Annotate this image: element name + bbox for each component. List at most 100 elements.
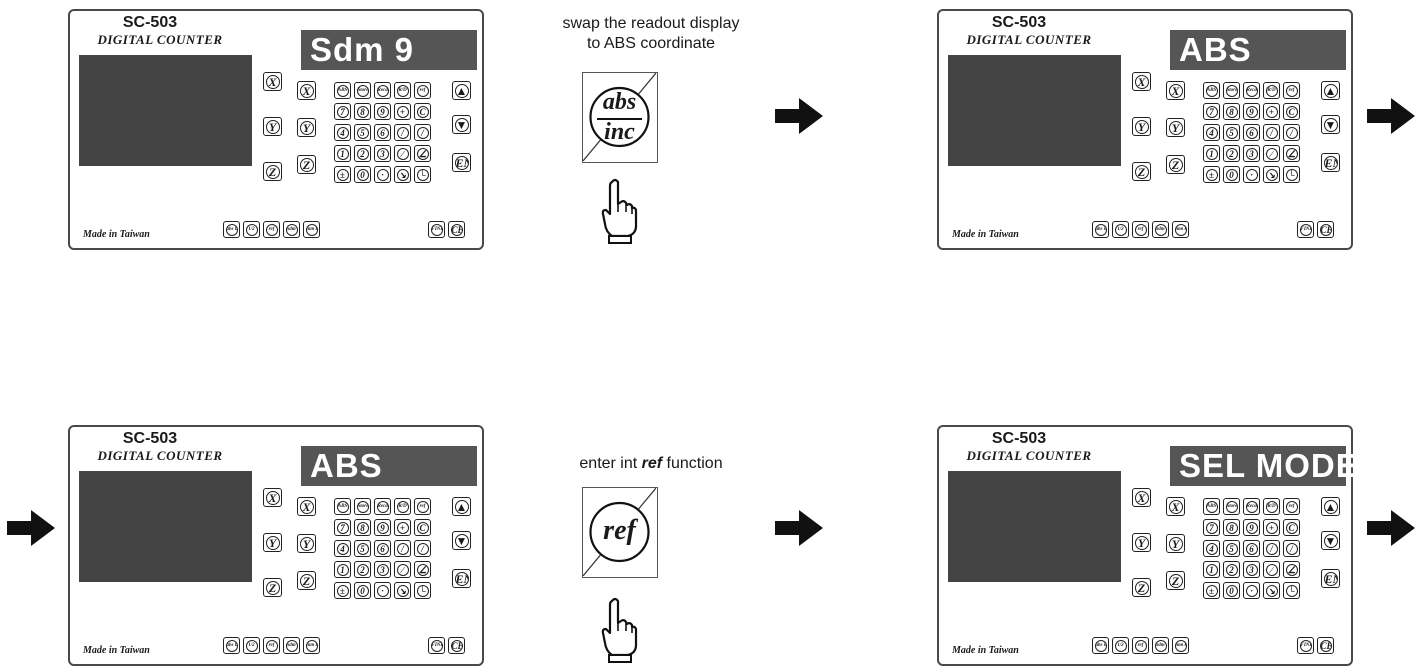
keypad-key[interactable]: 1	[1203, 145, 1220, 162]
keypad-key[interactable]: R/D	[394, 498, 411, 515]
keypad-key[interactable]: 7	[334, 103, 351, 120]
axis-select-key-x[interactable]: X	[297, 497, 316, 516]
keypad-key[interactable]: ABS	[1203, 498, 1220, 515]
keypad-key[interactable]: Store	[354, 498, 371, 515]
keypad-key[interactable]: /	[1283, 124, 1300, 141]
axis-zero-key-y[interactable]: Y	[263, 117, 282, 136]
keypad-key[interactable]: 4	[334, 540, 351, 557]
keypad-key[interactable]: Store	[354, 82, 371, 99]
function-key[interactable]: ref	[263, 637, 280, 654]
keypad-key[interactable]: 0	[354, 582, 371, 599]
keypad-key[interactable]: └	[1283, 166, 1300, 183]
keypad-key[interactable]: 5	[354, 540, 371, 557]
axis-zero-key-y[interactable]: Y	[1132, 533, 1151, 552]
axis-zero-key-x[interactable]: X	[263, 488, 282, 507]
keypad-key[interactable]: ↘	[394, 166, 411, 183]
function-key[interactable]: abs inc	[223, 637, 240, 654]
keypad-key[interactable]: 5	[1223, 540, 1240, 557]
axis-select-key-z[interactable]: Z	[297, 571, 316, 590]
function-key[interactable]: abs inc	[1092, 221, 1109, 238]
keypad-key[interactable]: 6	[1243, 540, 1260, 557]
function-key[interactable]: ref	[263, 221, 280, 238]
ce-key[interactable]: CE	[1317, 637, 1334, 654]
keypad-key[interactable]: C	[414, 519, 431, 536]
keypad-key[interactable]: /	[1263, 124, 1280, 141]
keypad-key[interactable]: ABS	[1203, 82, 1220, 99]
abs-inc-key[interactable]: abs inc	[582, 72, 658, 163]
keypad-key[interactable]: ±	[1203, 166, 1220, 183]
function-key[interactable]: mm inch	[303, 637, 320, 654]
keypad-key[interactable]: 2	[354, 145, 371, 162]
keypad-key[interactable]: ·	[1243, 166, 1260, 183]
keypad-key[interactable]: ref	[1283, 498, 1300, 515]
axis-select-key-z[interactable]: Z	[1166, 155, 1185, 174]
keypad-key[interactable]: 7	[1203, 519, 1220, 536]
keypad-key[interactable]: /	[1263, 540, 1280, 557]
keypad-key[interactable]: 9	[374, 519, 391, 536]
keypad-key[interactable]: ±	[334, 166, 351, 183]
axis-zero-key-x[interactable]: X	[263, 72, 282, 91]
ce-key[interactable]: CE	[448, 221, 465, 238]
keypad-key[interactable]: 2	[1223, 561, 1240, 578]
keypad-key[interactable]: R/D	[394, 82, 411, 99]
function-key[interactable]: 1/2	[1112, 637, 1129, 654]
keypad-key[interactable]: ABS	[334, 498, 351, 515]
keypad-key[interactable]: 3	[374, 561, 391, 578]
up-arrow-key[interactable]: ▲	[452, 497, 471, 516]
keypad-key[interactable]: └	[414, 166, 431, 183]
keypad-key[interactable]: 2	[1223, 145, 1240, 162]
keypad-key[interactable]: /	[1283, 540, 1300, 557]
function-key[interactable]: ref	[1132, 637, 1149, 654]
keypad-key[interactable]: ∕	[394, 561, 411, 578]
keypad-key[interactable]: 7	[1203, 103, 1220, 120]
axis-select-key-z[interactable]: Z	[1166, 571, 1185, 590]
keypad-key[interactable]: 2	[354, 561, 371, 578]
keypad-key[interactable]: 8	[354, 519, 371, 536]
keypad-key[interactable]: └	[414, 582, 431, 599]
axis-zero-key-y[interactable]: Y	[1132, 117, 1151, 136]
keypad-key[interactable]: +	[394, 103, 411, 120]
keypad-key[interactable]: ∕	[1263, 561, 1280, 578]
keypad-key[interactable]: 9	[374, 103, 391, 120]
keypad-key[interactable]: Store	[1223, 82, 1240, 99]
function-key[interactable]: 1/2	[243, 221, 260, 238]
enter-key[interactable]: ENT	[452, 153, 471, 172]
ce-key[interactable]: CE	[1317, 221, 1334, 238]
keypad-key[interactable]: 3	[1243, 145, 1260, 162]
keypad-key[interactable]: 6	[1243, 124, 1260, 141]
axis-zero-key-z[interactable]: Z	[1132, 578, 1151, 597]
axis-zero-key-x[interactable]: X	[1132, 72, 1151, 91]
keypad-key[interactable]: ∠	[1283, 561, 1300, 578]
up-arrow-key[interactable]: ▲	[452, 81, 471, 100]
keypad-key[interactable]: /	[394, 540, 411, 557]
function-key[interactable]: 1/2	[1112, 221, 1129, 238]
keypad-key[interactable]: Recall	[374, 82, 391, 99]
keypad-key[interactable]: ±	[334, 582, 351, 599]
keypad-key[interactable]: ref	[414, 498, 431, 515]
function-key[interactable]: mm inch	[1172, 637, 1189, 654]
keypad-key[interactable]: 8	[1223, 519, 1240, 536]
axis-select-key-z[interactable]: Z	[297, 155, 316, 174]
function-key[interactable]: 1/2	[243, 637, 260, 654]
enter-key[interactable]: ENT	[1321, 153, 1340, 172]
down-arrow-key[interactable]: ▼	[1321, 115, 1340, 134]
keypad-key[interactable]: C	[1283, 519, 1300, 536]
function-key[interactable]: abs inc	[1092, 637, 1109, 654]
keypad-key[interactable]: Recall	[374, 498, 391, 515]
function-key[interactable]: sdm	[1152, 637, 1169, 654]
down-arrow-key[interactable]: ▼	[452, 531, 471, 550]
axis-select-key-y[interactable]: Y	[297, 534, 316, 553]
keypad-key[interactable]: └	[1283, 582, 1300, 599]
finish-key[interactable]: FINISH	[1297, 221, 1314, 238]
keypad-key[interactable]: C	[414, 103, 431, 120]
keypad-key[interactable]: +	[1263, 103, 1280, 120]
function-key[interactable]: sdm	[283, 221, 300, 238]
keypad-key[interactable]: 1	[334, 561, 351, 578]
up-arrow-key[interactable]: ▲	[1321, 81, 1340, 100]
keypad-key[interactable]: ∠	[414, 145, 431, 162]
axis-select-key-x[interactable]: X	[1166, 81, 1185, 100]
keypad-key[interactable]: ·	[1243, 582, 1260, 599]
keypad-key[interactable]: 0	[1223, 582, 1240, 599]
keypad-key[interactable]: 0	[354, 166, 371, 183]
keypad-key[interactable]: 4	[1203, 540, 1220, 557]
